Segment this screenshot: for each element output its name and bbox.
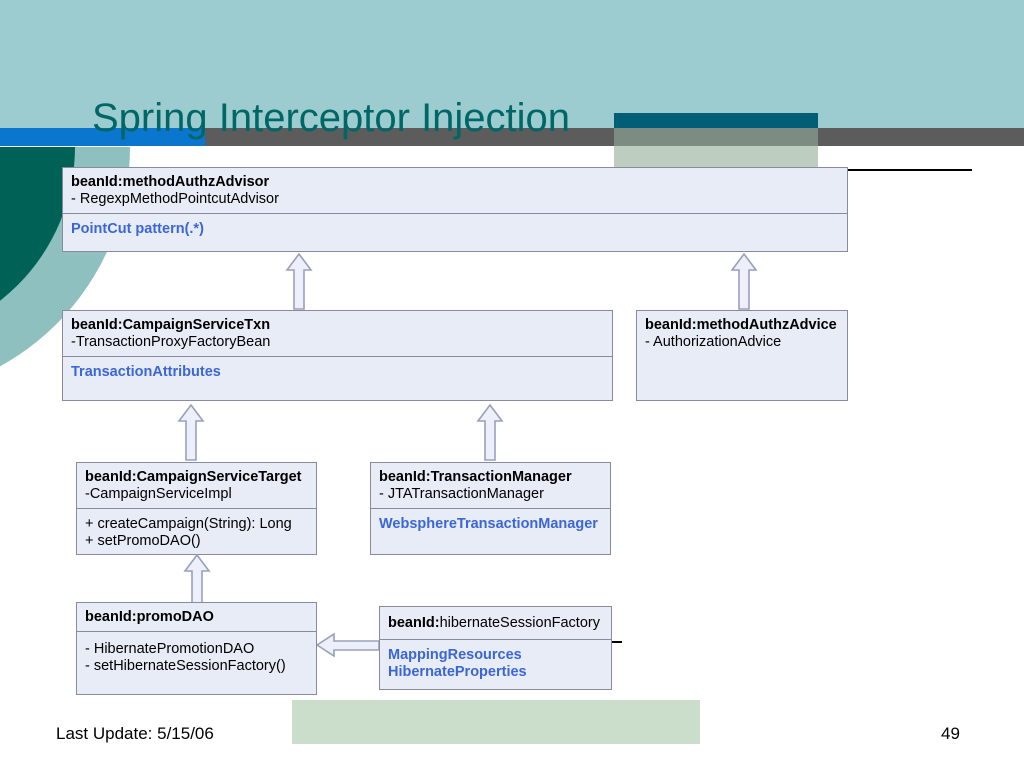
bean-id-separator: :: [691, 317, 697, 333]
bean-name: hibernateSessionFactory: [439, 615, 600, 631]
bean-id-separator: :: [117, 317, 123, 333]
bean-class: -TransactionProxyFactoryBean: [71, 334, 271, 350]
decor-line-top-right: [848, 169, 972, 171]
arrow-campaign-target-to-txn: [177, 403, 205, 466]
decor-band-olive: [614, 128, 818, 146]
uml-header: beanId:hibernateSessionFactory: [380, 607, 611, 639]
bean-class: - RegexpMethodPointcutAdvisor: [71, 191, 279, 207]
bean-class: - JTATransactionManager: [379, 486, 544, 502]
uml-header: beanId:methodAuthzAdvice - Authorization…: [637, 311, 847, 356]
uml-body: PointCut pattern(.*): [63, 213, 847, 244]
decor-bar-blue: [0, 128, 205, 146]
bean-name: methodAuthzAdvice: [696, 317, 837, 333]
uml-box-hibernate-session-factory[interactable]: beanId:hibernateSessionFactory MappingRe…: [379, 606, 612, 690]
decor-band-pale: [614, 146, 818, 168]
method-set-promo-dao: + setPromoDAO(): [85, 533, 201, 549]
slide-header-band: [0, 0, 1024, 128]
bean-class: -CampaignServiceImpl: [85, 486, 232, 502]
uml-box-method-authz-advice[interactable]: beanId:methodAuthzAdvice - Authorization…: [636, 310, 848, 401]
footer-last-update: Last Update: 5/15/06: [56, 724, 214, 743]
bean-id-label: beanId: [85, 469, 132, 485]
uml-header: beanId:promoDAO: [77, 603, 316, 631]
arrow-campaign-txn-to-advisor: [285, 252, 313, 315]
uml-box-transaction-manager[interactable]: beanId:TransactionManager - JTATransacti…: [370, 462, 611, 555]
bean-id-label: beanId: [85, 609, 132, 625]
bean-id-label: beanId: [71, 174, 118, 190]
property-pointcut-pattern: PointCut pattern(.*): [71, 221, 204, 237]
uml-body: + createCampaign(String): Long + setProm…: [77, 508, 316, 556]
decor-bar-gray-left: [205, 128, 614, 146]
arrow-authz-advice-to-advisor: [730, 252, 758, 315]
decor-bar-gray-right: [818, 128, 1024, 146]
bean-id-label: beanId: [645, 317, 692, 333]
arrow-transaction-manager-to-txn: [476, 403, 504, 466]
decor-footer-green-block: [292, 700, 700, 744]
uml-body: TransactionAttributes: [63, 356, 612, 387]
uml-box-method-authz-advisor[interactable]: beanId:methodAuthzAdvisor - RegexpMethod…: [62, 167, 848, 252]
bean-id-separator: :: [117, 174, 123, 190]
uml-body: WebsphereTransactionManager: [371, 508, 610, 539]
bean-id-separator: :: [434, 615, 440, 631]
bean-name: TransactionManager: [430, 469, 572, 485]
bean-name: promoDAO: [136, 609, 214, 625]
bean-id-label: beanId: [388, 615, 435, 631]
bean-name: CampaignServiceTxn: [122, 317, 271, 333]
page-title: Spring Interceptor Injection: [92, 95, 571, 140]
uml-header: beanId:TransactionManager - JTATransacti…: [371, 463, 610, 508]
method-set-hibernate-session-factory: - setHibernateSessionFactory(): [85, 658, 286, 674]
uml-box-campaign-service-target[interactable]: beanId:CampaignServiceTarget -CampaignSe…: [76, 462, 317, 555]
bean-class: - AuthorizationAdvice: [645, 334, 782, 350]
bean-id-separator: :: [131, 469, 137, 485]
property-mapping-resources: MappingResources: [388, 647, 522, 663]
property-transaction-attributes: TransactionAttributes: [71, 364, 221, 380]
bean-id-label: beanId: [71, 317, 118, 333]
bean-id-separator: :: [131, 609, 137, 625]
decor-line-hibernate-left: [612, 641, 622, 643]
uml-header: beanId:methodAuthzAdvisor - RegexpMethod…: [63, 168, 847, 213]
uml-header: beanId:CampaignServiceTarget -CampaignSe…: [77, 463, 316, 508]
bean-name: methodAuthzAdvisor: [122, 174, 270, 190]
method-create-campaign: + createCampaign(String): Long: [85, 516, 292, 532]
page-number: 49: [941, 724, 960, 743]
arrow-hibernate-to-promodao: [315, 632, 380, 663]
bean-name: CampaignServiceTarget: [136, 469, 302, 485]
uml-header: beanId:CampaignServiceTxn -TransactionPr…: [63, 311, 612, 356]
uml-body: MappingResources HibernateProperties: [380, 639, 611, 687]
uml-box-promo-dao[interactable]: beanId:promoDAO - HibernatePromotionDAO …: [76, 602, 317, 695]
class-hibernate-promotion-dao: - HibernatePromotionDAO: [85, 641, 255, 657]
uml-box-campaign-service-txn[interactable]: beanId:CampaignServiceTxn -TransactionPr…: [62, 310, 613, 401]
bean-id-label: beanId: [379, 469, 426, 485]
bean-id-separator: :: [425, 469, 431, 485]
property-hibernate-properties: HibernateProperties: [388, 664, 527, 680]
uml-body: - HibernatePromotionDAO - setHibernateSe…: [77, 631, 316, 681]
property-websphere-transaction-manager: WebsphereTransactionManager: [379, 516, 598, 532]
